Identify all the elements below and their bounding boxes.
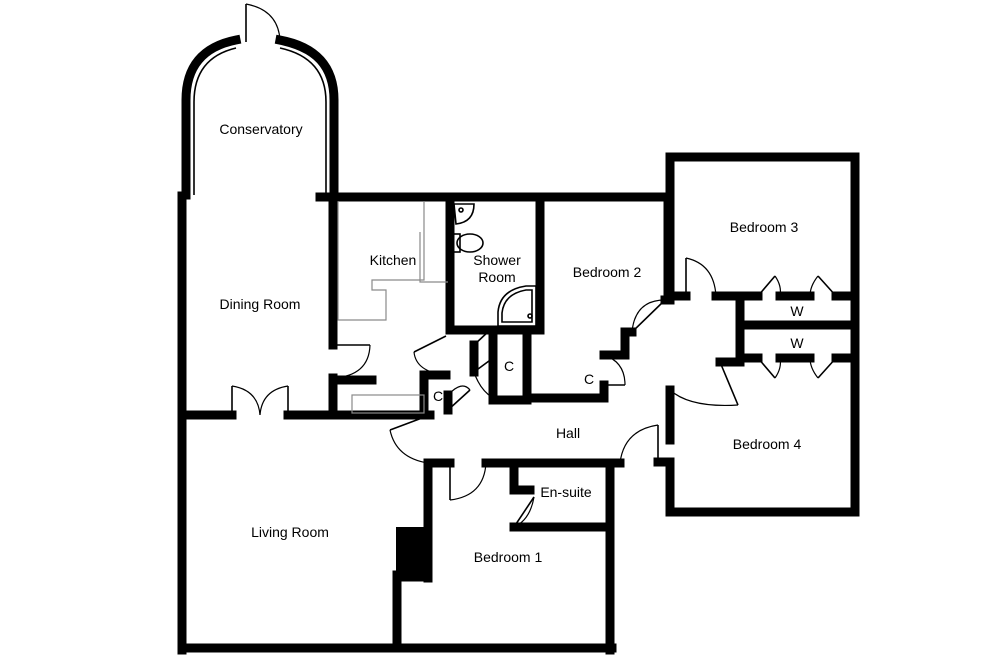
label-bedroom-2: Bedroom 2 [573,264,642,280]
label-bedroom-1: Bedroom 1 [474,549,543,565]
outer-walls [177,152,860,655]
label-shower-room-line2: Room [478,269,515,285]
shower-fixtures [451,203,537,327]
label-cupboard-kitchen: C [433,388,443,404]
storage-labels: C C C W W [433,303,804,404]
label-bedroom-4: Bedroom 4 [733,436,802,452]
conservatory-walls [181,34,339,200]
label-wardrobe-lower: W [790,335,804,351]
label-en-suite: En-suite [540,484,592,500]
label-kitchen: Kitchen [370,252,417,268]
label-dining-room: Dining Room [220,296,301,312]
label-cupboard-bedroom-2: C [584,371,594,387]
label-living-room: Living Room [251,524,329,540]
label-cupboard-hall: C [504,358,514,374]
kitchen-units [337,202,448,414]
label-conservatory: Conservatory [219,121,302,137]
conservatory-door [245,3,281,42]
label-wardrobe-upper: W [790,303,804,319]
interior-walls [177,192,860,653]
label-shower-room-line1: Shower [473,252,521,268]
room-labels: Conservatory Dining Room Kitchen Shower … [219,121,801,565]
label-hall: Hall [556,425,580,441]
label-bedroom-3: Bedroom 3 [730,219,799,235]
doors [231,257,837,528]
